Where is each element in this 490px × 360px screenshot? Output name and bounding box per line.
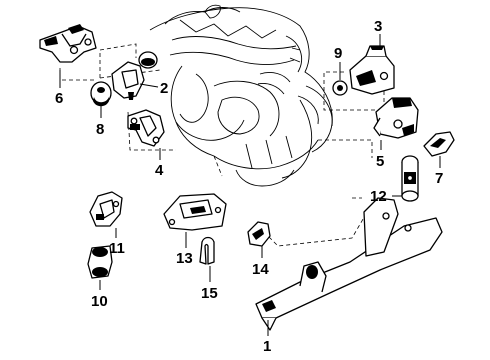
part-2-mount-insulator bbox=[111, 51, 158, 100]
callout-5: 5 bbox=[376, 153, 384, 170]
callout-9: 9 bbox=[334, 45, 342, 62]
part-11-mount-bracket bbox=[89, 191, 123, 227]
engine-block-illustration bbox=[149, 4, 333, 187]
part-13-crossmember-bracket bbox=[163, 193, 227, 231]
part-7-bracket bbox=[423, 131, 455, 157]
callout-8: 8 bbox=[96, 121, 104, 138]
callout-4: 4 bbox=[155, 162, 164, 179]
part-6-engine-mount-bracket bbox=[39, 24, 97, 63]
callout-15: 15 bbox=[201, 285, 218, 302]
part-1-crossmember bbox=[255, 197, 443, 331]
callout-1: 1 bbox=[263, 338, 271, 355]
callout-12: 12 bbox=[370, 188, 387, 205]
callout-10: 10 bbox=[91, 293, 108, 310]
assembly-guide-lines bbox=[59, 43, 385, 247]
part-9-washer bbox=[332, 80, 348, 96]
callout-13: 13 bbox=[176, 250, 193, 267]
part-8-rubber-mount bbox=[90, 81, 112, 107]
leader-lines bbox=[59, 34, 441, 336]
part-12-insulator bbox=[401, 155, 419, 202]
part-5-mount-assembly bbox=[373, 97, 419, 139]
part-3-engine-insulator bbox=[349, 45, 395, 95]
part-15-retainer-clip bbox=[199, 236, 215, 265]
callout-3: 3 bbox=[374, 18, 382, 35]
callout-11: 11 bbox=[109, 240, 125, 257]
callout-2: 2 bbox=[160, 80, 168, 97]
callout-labels: 1 2 3 4 5 6 7 8 9 10 11 12 13 14 15 bbox=[55, 18, 443, 355]
part-10-bushing bbox=[87, 245, 113, 279]
part-4-mount-bracket bbox=[127, 109, 165, 147]
callout-14: 14 bbox=[252, 261, 269, 278]
callout-6: 6 bbox=[55, 90, 63, 107]
part-14-insulator bbox=[247, 221, 271, 247]
callout-7: 7 bbox=[435, 170, 443, 187]
